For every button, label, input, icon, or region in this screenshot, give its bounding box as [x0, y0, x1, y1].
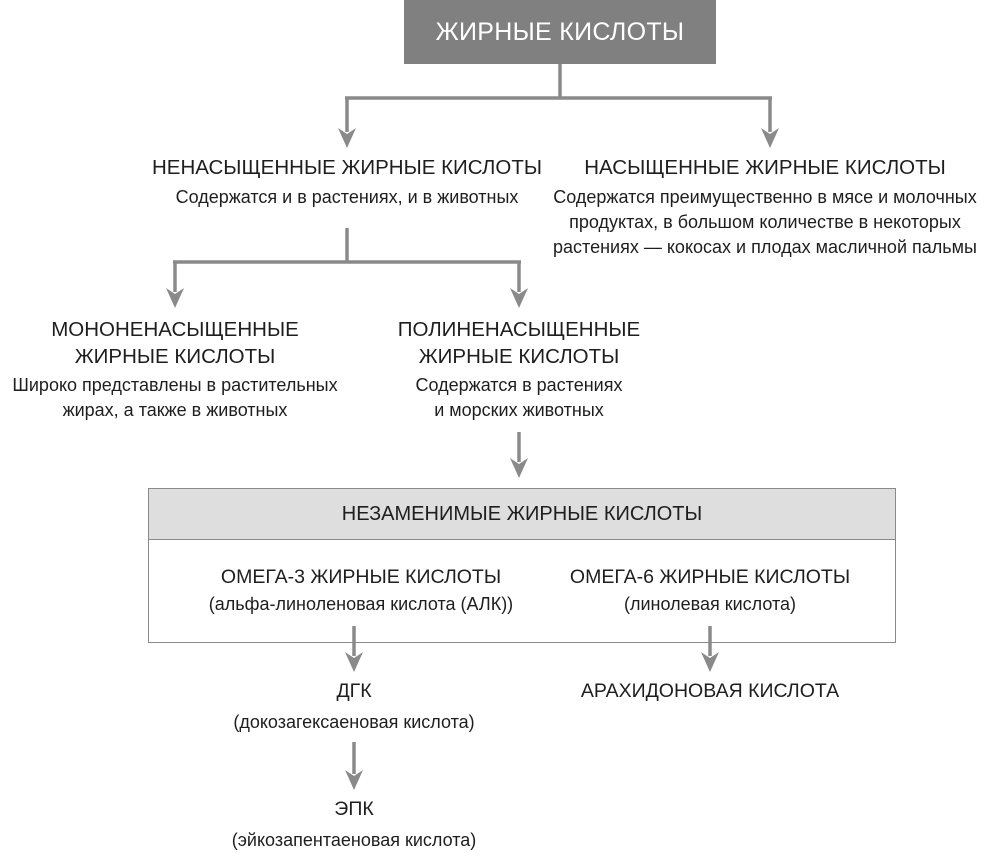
- node-saturated: НАСЫЩЕННЫЕ ЖИРНЫЕ КИСЛОТЫ Содержатся пре…: [530, 154, 1000, 260]
- node-unsaturated: НЕНАСЫЩЕННЫЕ ЖИРНЫЕ КИСЛОТЫ Содержатся и…: [97, 154, 597, 210]
- node-polyunsaturated: ПОЛИНЕНАСЫЩЕННЫЕ ЖИРНЫЕ КИСЛОТЫ Содержат…: [374, 316, 664, 423]
- unsaturated-title: НЕНАСЫЩЕННЫЕ ЖИРНЫЕ КИСЛОТЫ: [151, 156, 542, 179]
- saturated-title: НАСЫЩЕННЫЕ ЖИРНЫЕ КИСЛОТЫ: [584, 156, 946, 179]
- essential-label: НЕЗАМЕНИМЫЕ ЖИРНЫЕ КИСЛОТЫ: [341, 502, 703, 525]
- dhg-desc: (докозагексаеновая кислота): [233, 712, 475, 732]
- poly-title: ПОЛИНЕНАСЫЩЕННЫЕ ЖИРНЫЕ КИСЛОТЫ: [397, 318, 641, 368]
- dhg-title: ДГК: [336, 680, 372, 702]
- unsaturated-desc: Содержатся и в растениях, и в животных: [175, 187, 519, 207]
- arachidonic-title: АРАХИДОНОВАЯ КИСЛОТА: [580, 680, 840, 702]
- root-node-fatty-acids: ЖИРНЫЕ КИСЛОТЫ: [404, 0, 716, 64]
- essential-header: НЕЗАМЕНИМЫЕ ЖИРНЫЕ КИСЛОТЫ: [148, 488, 896, 540]
- omega6-desc: (линолевая кислота): [623, 594, 797, 614]
- arrowhead-dhg: [345, 652, 363, 672]
- essential-body: [148, 539, 896, 643]
- arrowhead-essential: [510, 458, 528, 478]
- root-label: ЖИРНЫЕ КИСЛОТЫ: [435, 17, 685, 46]
- poly-desc: Содержатся в растениях и морских животны…: [415, 375, 623, 420]
- mono-desc: Широко представлены в растительных жирах…: [12, 375, 338, 420]
- node-omega6: ОМЕГА-6 ЖИРНЫЕ КИСЛОТЫ (линолевая кислот…: [545, 564, 875, 617]
- arrowhead-mono: [166, 288, 184, 308]
- mono-title: МОНОНЕНАСЫЩЕННЫЕ ЖИРНЫЕ КИСЛОТЫ: [51, 318, 299, 368]
- node-arachidonic: АРАХИДОНОВАЯ КИСЛОТА: [545, 678, 875, 705]
- arrowhead-epk: [345, 770, 363, 790]
- node-dhg: ДГК (докозагексаеновая кислота): [194, 678, 514, 735]
- omega3-desc: (альфа-линоленовая кислота (АЛК)): [208, 594, 514, 614]
- arrowhead-saturated: [761, 128, 779, 148]
- epk-desc: (эйкозапентаеновая кислота): [231, 830, 477, 850]
- saturated-desc: Содержатся преимущественно в мясе и моло…: [553, 187, 977, 257]
- node-epk: ЭПК (эйкозапентаеновая кислота): [194, 796, 514, 853]
- epk-title: ЭПК: [334, 798, 374, 820]
- node-monounsaturated: МОНОНЕНАСЫЩЕННЫЕ ЖИРНЫЕ КИСЛОТЫ Широко п…: [0, 316, 350, 423]
- node-omega3: ОМЕГА-3 ЖИРНЫЕ КИСЛОТЫ (альфа-линоленова…: [176, 564, 546, 617]
- arrowhead-arachidonic: [701, 652, 719, 672]
- arrowhead-unsaturated: [338, 128, 356, 148]
- omega3-title: ОМЕГА-3 ЖИРНЫЕ КИСЛОТЫ: [220, 566, 502, 588]
- omega6-title: ОМЕГА-6 ЖИРНЫЕ КИСЛОТЫ: [569, 566, 851, 588]
- arrowheads: [166, 128, 779, 790]
- arrowhead-poly: [510, 288, 528, 308]
- connector-lines: [173, 64, 772, 774]
